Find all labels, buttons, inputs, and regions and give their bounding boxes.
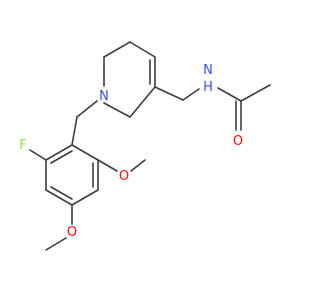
amide-nitrogen-label: N: [203, 63, 213, 78]
bond: [76, 100, 98, 118]
methoxy-oxygen-label: O: [119, 169, 129, 184]
bond: [45, 189, 73, 206]
bond: [45, 237, 67, 251]
methoxy-oxygen-label: O: [67, 225, 77, 240]
amide-hydrogen-label: H: [203, 80, 213, 95]
bond: [71, 116, 78, 146]
bond: [50, 186, 73, 200]
atom-labels: N H O N F O O: [19, 63, 243, 240]
bond: [29, 149, 47, 161]
ring-nitrogen-label: N: [99, 89, 109, 104]
bond: [71, 189, 99, 206]
bond: [240, 84, 271, 102]
molecule-structure: N H O N F O O: [19, 41, 271, 251]
bond: [97, 159, 118, 172]
fluorine-label: F: [19, 138, 26, 153]
bond: [103, 41, 131, 58]
bond: [50, 150, 73, 164]
carbonyl-oxygen-label: O: [233, 134, 243, 149]
bond: [130, 159, 146, 172]
bond: [71, 144, 99, 161]
bond: [129, 86, 156, 118]
bond: [154, 86, 184, 101]
bond: [182, 88, 200, 101]
bond: [217, 87, 242, 102]
bond: [45, 144, 73, 161]
bonds: [29, 41, 271, 251]
bond: [103, 102, 131, 118]
bond: [129, 41, 156, 58]
